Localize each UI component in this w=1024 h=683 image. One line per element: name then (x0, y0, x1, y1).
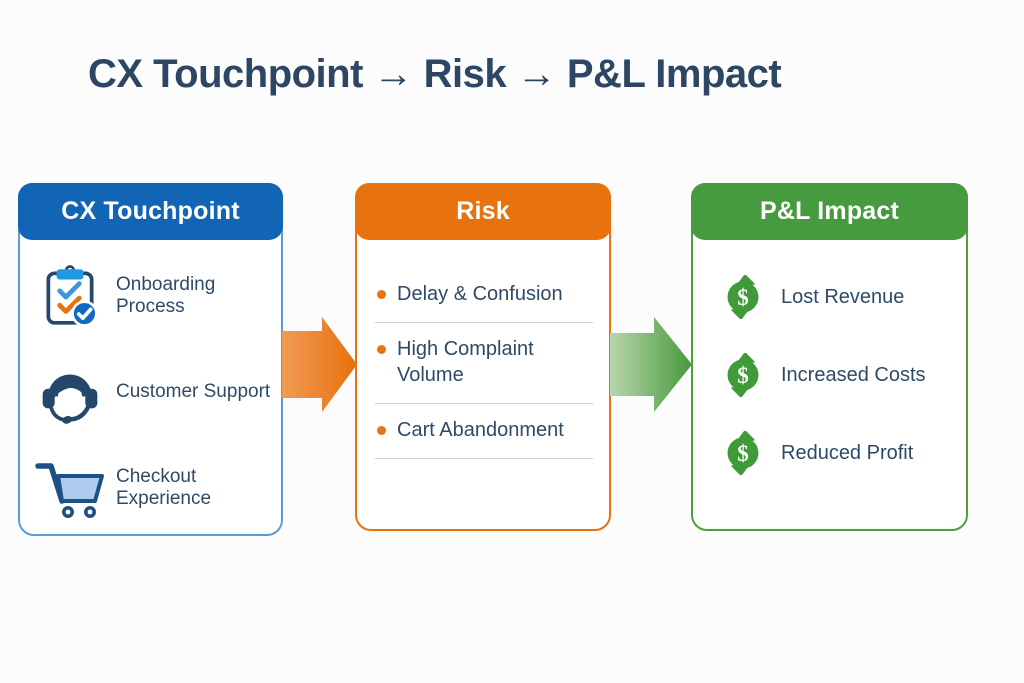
touchpoint-item-support: Customer Support (20, 344, 281, 440)
page-title: CX Touchpoint → Risk → P&L Impact (88, 52, 782, 96)
shopping-cart-icon (32, 456, 108, 520)
dollar-coin-icon: $ (721, 353, 765, 397)
bullet-dot-icon (377, 426, 386, 435)
pnl-item-increased-costs: $ Increased Costs (693, 336, 966, 414)
pnl-label: Reduced Profit (781, 441, 914, 464)
touchpoint-label: Checkout Experience (116, 466, 212, 509)
pnl-label: Lost Revenue (781, 285, 905, 308)
card-pnl-impact-header: P&L Impact (691, 183, 968, 240)
bullet-dot-icon (377, 290, 386, 299)
card-pnl-impact: P&L Impact $ Lost Revenue (691, 183, 968, 531)
risk-item-complaints: High Complaint Volume (375, 323, 593, 404)
pnl-item-reduced-profit: $ Reduced Profit (693, 414, 966, 492)
arrow-cx-to-risk-icon (282, 317, 357, 412)
card-risk: Risk Delay & Confusion High Complaint Vo… (355, 183, 611, 531)
touchpoint-label: Onboarding Process (116, 274, 216, 317)
pnl-items: $ Lost Revenue $ Increased Costs (693, 240, 966, 492)
card-cx-touchpoint-header: CX Touchpoint (18, 183, 283, 240)
clipboard-check-icon (32, 263, 108, 329)
svg-text:$: $ (737, 285, 749, 310)
headset-agent-icon (32, 356, 108, 428)
risk-item-delay: Delay & Confusion (375, 268, 593, 323)
arrow-risk-to-pnl-icon (610, 317, 692, 412)
risk-label: Cart Abandonment (397, 419, 564, 441)
pnl-label: Increased Costs (781, 363, 926, 386)
bullet-dot-icon (377, 345, 386, 354)
touchpoint-label: Customer Support (116, 381, 271, 402)
pnl-item-lost-revenue: $ Lost Revenue (693, 258, 966, 336)
dollar-coin-icon: $ (721, 275, 765, 319)
card-risk-header: Risk (355, 183, 611, 240)
card-cx-touchpoint: CX Touchpoint Onboarding Process (18, 183, 283, 536)
risk-label: Delay & Confusion (397, 283, 563, 305)
risk-item-cart-abandonment: Cart Abandonment (375, 404, 593, 459)
dollar-coin-icon: $ (721, 431, 765, 475)
svg-text:$: $ (737, 441, 749, 466)
touchpoint-item-onboarding: Onboarding Process (20, 248, 281, 344)
cx-touchpoint-items: Onboarding Process Customer Support (20, 240, 281, 536)
risk-items: Delay & Confusion High Complaint Volume … (375, 268, 593, 459)
risk-label: High Complaint Volume (397, 338, 534, 386)
touchpoint-item-checkout: Checkout Experience (20, 440, 281, 536)
svg-text:$: $ (737, 363, 749, 388)
